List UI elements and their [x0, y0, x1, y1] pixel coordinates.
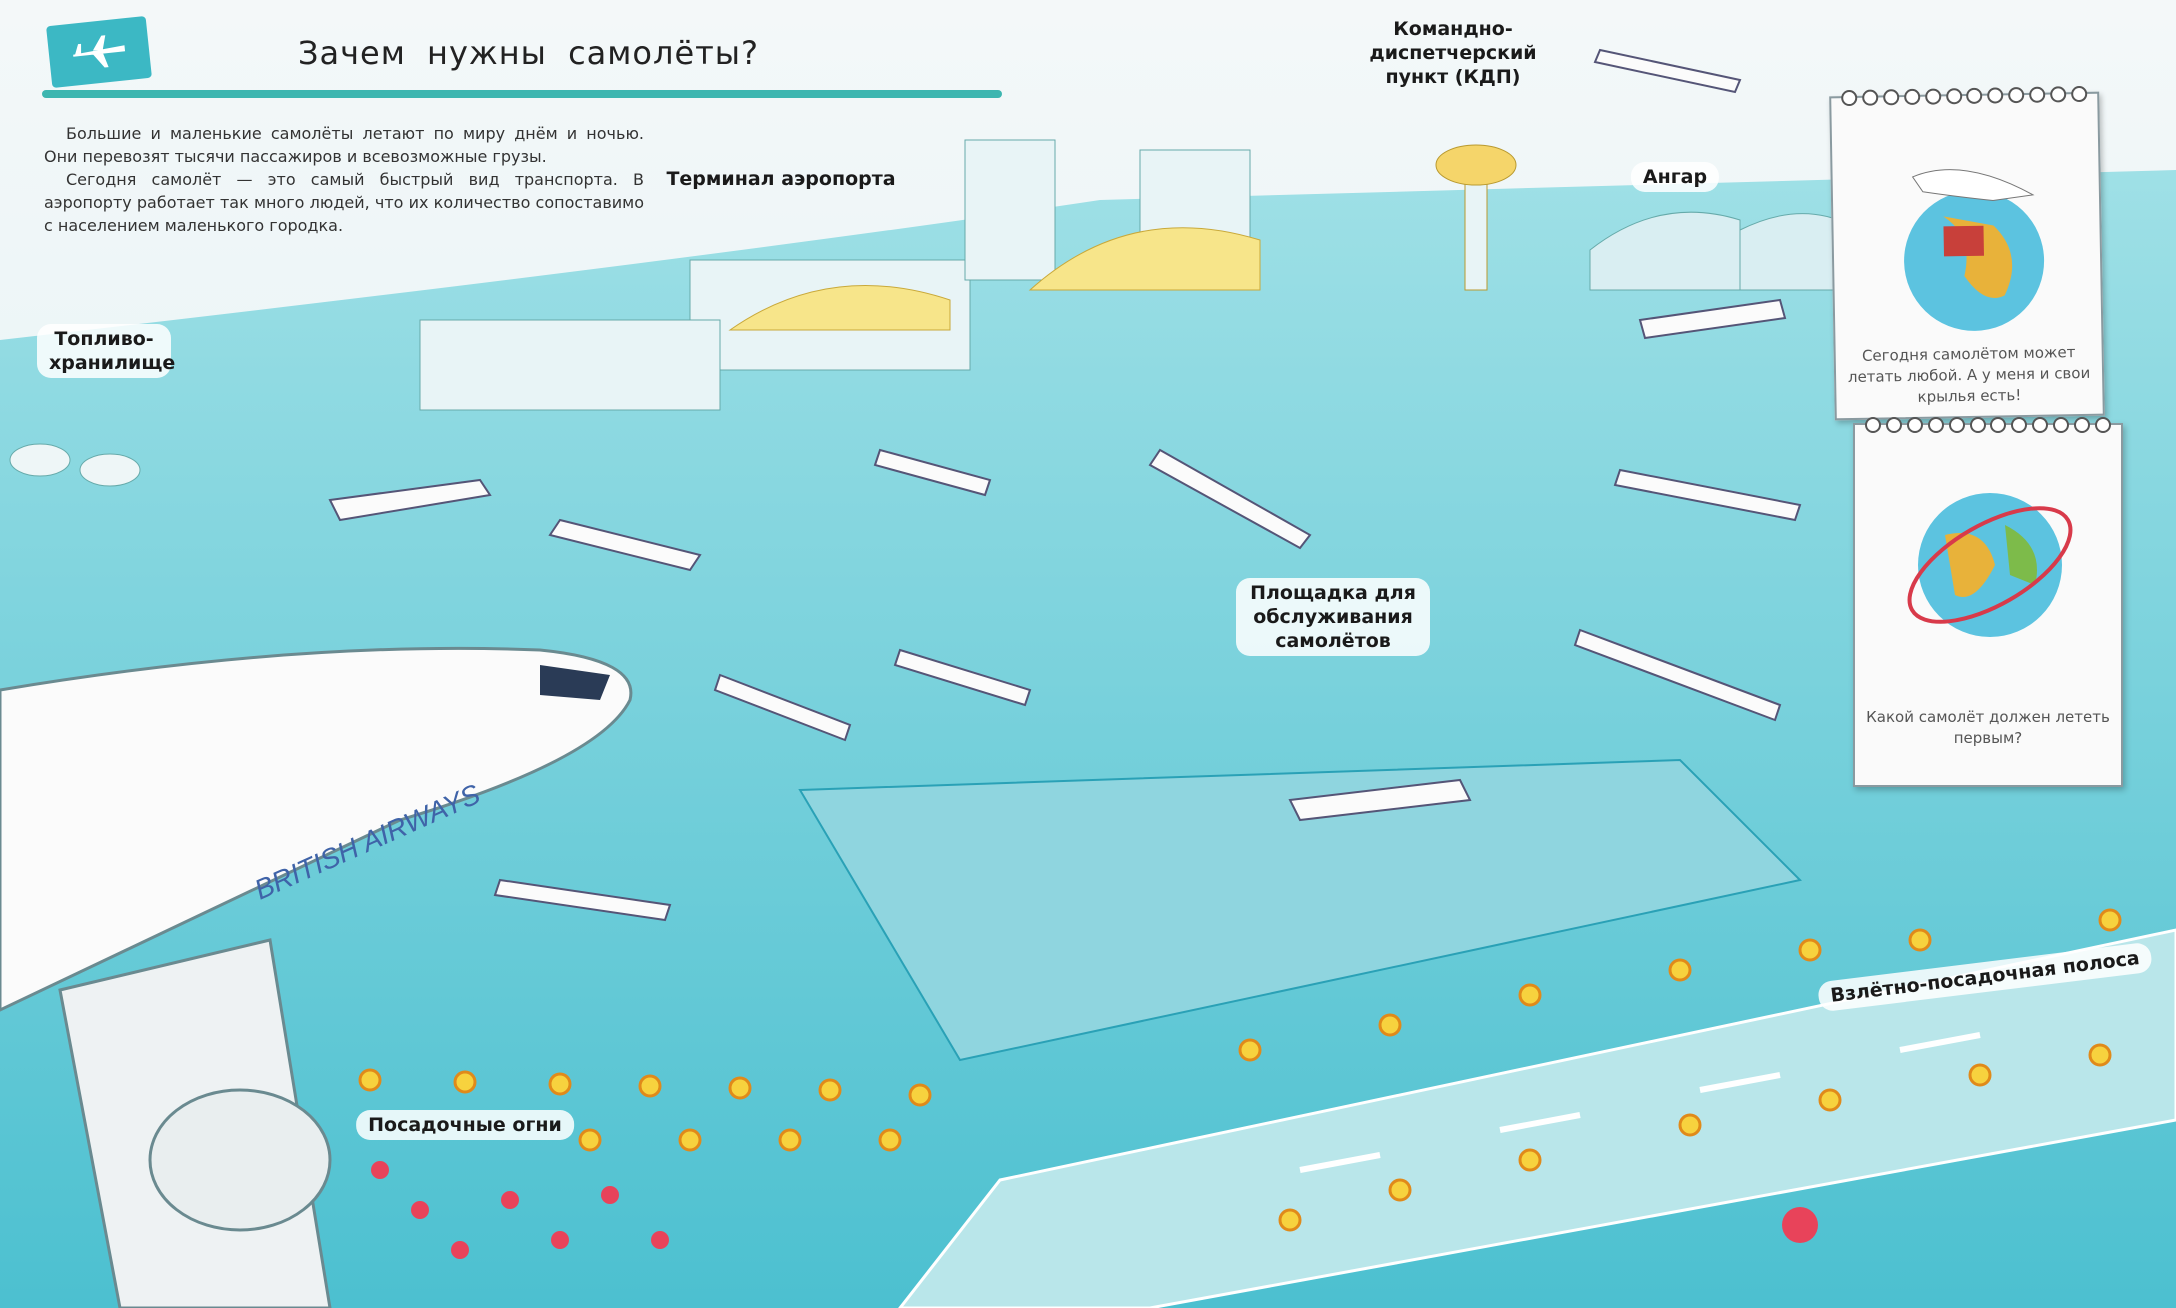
intro-text: Большие и маленькие самолёты летают по м…	[44, 122, 644, 237]
page-title: Зачем нужны самолёты?	[298, 34, 760, 72]
label-control-tower: Командно-диспетчерский пункт (КДП)	[1369, 18, 1537, 88]
label-terminal: Терминал аэропорта	[666, 168, 896, 190]
parked-planes	[328, 48, 1802, 922]
terminal-building	[419, 139, 1251, 411]
label-landing-lights: Посадочные огни	[356, 1110, 574, 1140]
globe-stork-illustration	[1904, 169, 2045, 331]
spiral-binding	[1841, 85, 2088, 107]
note-card: Какой самолёт должен лететь первым?	[1853, 417, 2123, 787]
label-hangar: Ангар	[1630, 162, 1720, 192]
note-text: Сегодня самолётом может летать любой. А …	[1847, 343, 2091, 406]
red-lights	[371, 1161, 1818, 1259]
label-service-area: Площадка для обслуживания самолётов	[1236, 578, 1430, 656]
intro-paragraph: Сегодня самолёт — это самый быстрый вид …	[44, 170, 644, 235]
glass-domes	[728, 227, 1261, 331]
title-underline	[42, 90, 1002, 98]
control-tower	[1435, 144, 1517, 291]
intro-paragraph: Большие и маленькие самолёты летают по м…	[44, 124, 644, 166]
fuel-tanks	[9, 443, 141, 487]
note-card: Сегодня самолётом может летать любой. А …	[1829, 85, 2105, 421]
landing-lights	[358, 908, 2122, 1232]
taxiway	[798, 758, 1803, 1062]
apron	[0, 170, 2176, 1308]
spiral-binding	[1865, 417, 2111, 433]
label-fuel-storage: Топливо-хранилище	[37, 324, 175, 378]
globe-planes-illustration	[1907, 493, 2073, 637]
note-text: Какой самолёт должен лететь первым?	[1866, 708, 2110, 747]
airplane-icon	[46, 15, 152, 89]
